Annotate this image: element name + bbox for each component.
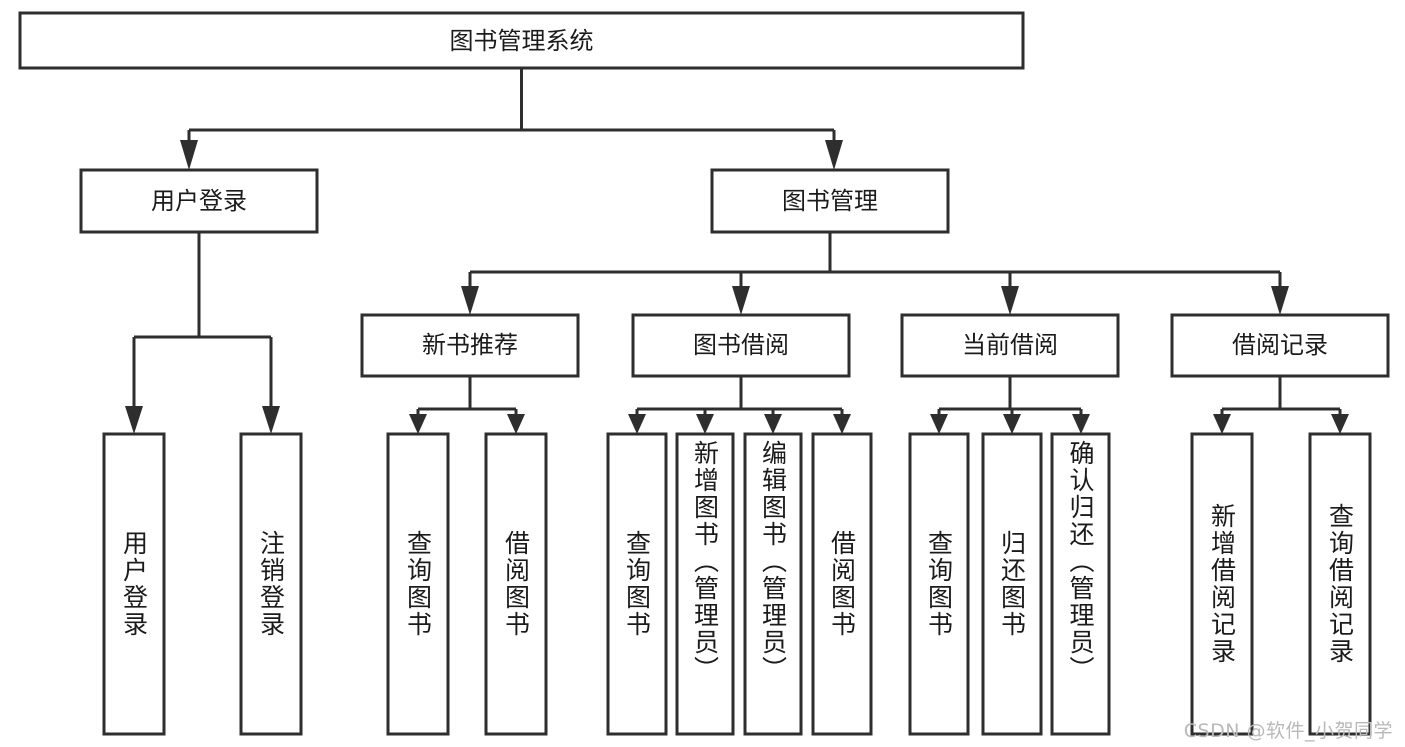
node-leaf-add-record-box[interactable]: [1190, 432, 1254, 736]
node-leaf-logout-box[interactable]: [239, 432, 303, 736]
node-leaf-query-book-3-box[interactable]: [908, 432, 970, 736]
node-leaf-add-book-box[interactable]: [675, 432, 735, 736]
arrow-head-icon: [825, 140, 843, 170]
node-current-borrow-label: 当前借阅: [962, 331, 1058, 359]
node-borrow-record[interactable]: 借阅记录: [1170, 313, 1390, 378]
node-current-borrow-box[interactable]: [900, 313, 1120, 378]
node-book-borrow-label: 图书借阅: [693, 331, 789, 359]
arrow-head-icon: [262, 406, 280, 434]
node-root-label: 图书管理系统: [450, 27, 594, 55]
node-leaf-confirm-return-box[interactable]: [1050, 432, 1111, 736]
arrow-head-icon: [1003, 414, 1021, 434]
node-new-book-rec-label: 新书推荐: [422, 331, 518, 359]
arrow-head-icon: [1213, 414, 1231, 434]
arrow-head-icon: [125, 406, 143, 434]
arrow-head-icon: [764, 414, 782, 434]
arrow-head-icon: [180, 140, 198, 170]
node-borrow-record-box[interactable]: [1170, 313, 1390, 378]
arrow-head-icon: [833, 414, 851, 434]
node-borrow-record-label: 借阅记录: [1232, 331, 1328, 359]
node-leaf-query-book-2-box[interactable]: [606, 432, 668, 736]
connector-newbook-to-leaves: [409, 376, 525, 434]
node-user-login-label: 用户登录: [151, 187, 247, 215]
node-book-manage[interactable]: 图书管理: [710, 168, 950, 234]
node-root-box[interactable]: [18, 11, 1025, 70]
arrow-head-icon: [507, 414, 525, 434]
node-leaf-return-book-box[interactable]: [981, 432, 1043, 736]
connector-root-to-level2: [180, 68, 843, 170]
node-user-login[interactable]: 用户登录: [79, 168, 319, 234]
node-leaf-borrow-book-1-box[interactable]: [484, 432, 548, 736]
connector-userlogin-to-leaves: [125, 232, 280, 434]
node-leaf-borrow-book-2-box[interactable]: [811, 432, 873, 736]
node-root[interactable]: 图书管理系统: [18, 11, 1025, 70]
node-current-borrow[interactable]: 当前借阅: [900, 313, 1120, 378]
arrow-head-icon: [1271, 286, 1289, 315]
connector-borrowrecord-to-leaves: [1213, 376, 1349, 434]
arrow-head-icon: [628, 414, 646, 434]
node-book-borrow[interactable]: 图书借阅: [631, 313, 851, 378]
node-new-book-rec[interactable]: 新书推荐: [360, 313, 580, 378]
connector-bookborrow-to-leaves: [628, 376, 851, 434]
node-book-manage-label: 图书管理: [782, 187, 878, 215]
connector-currentborrow-to-leaves: [930, 376, 1090, 434]
node-leaf-edit-book-box[interactable]: [743, 432, 803, 736]
arrow-head-icon: [1331, 414, 1349, 434]
node-book-manage-box[interactable]: [710, 168, 950, 234]
arrow-head-icon: [732, 286, 750, 315]
arrow-head-icon: [461, 286, 479, 315]
node-leaf-user-login-box[interactable]: [102, 432, 166, 736]
node-leaf-query-record-box[interactable]: [1308, 432, 1372, 736]
node-book-borrow-box[interactable]: [631, 313, 851, 378]
arrow-head-icon: [1001, 286, 1019, 315]
node-new-book-rec-box[interactable]: [360, 313, 580, 378]
arrow-head-icon: [696, 414, 714, 434]
connector-bookmanage-to-level3: [461, 232, 1289, 315]
arrow-head-icon: [409, 414, 427, 434]
arrow-head-icon: [1072, 414, 1090, 434]
node-user-login-box[interactable]: [79, 168, 319, 234]
node-leaf-query-book-1-box[interactable]: [386, 432, 450, 736]
arrow-head-icon: [930, 414, 948, 434]
watermark: CSDN @软件_小贺同学: [1183, 720, 1393, 742]
